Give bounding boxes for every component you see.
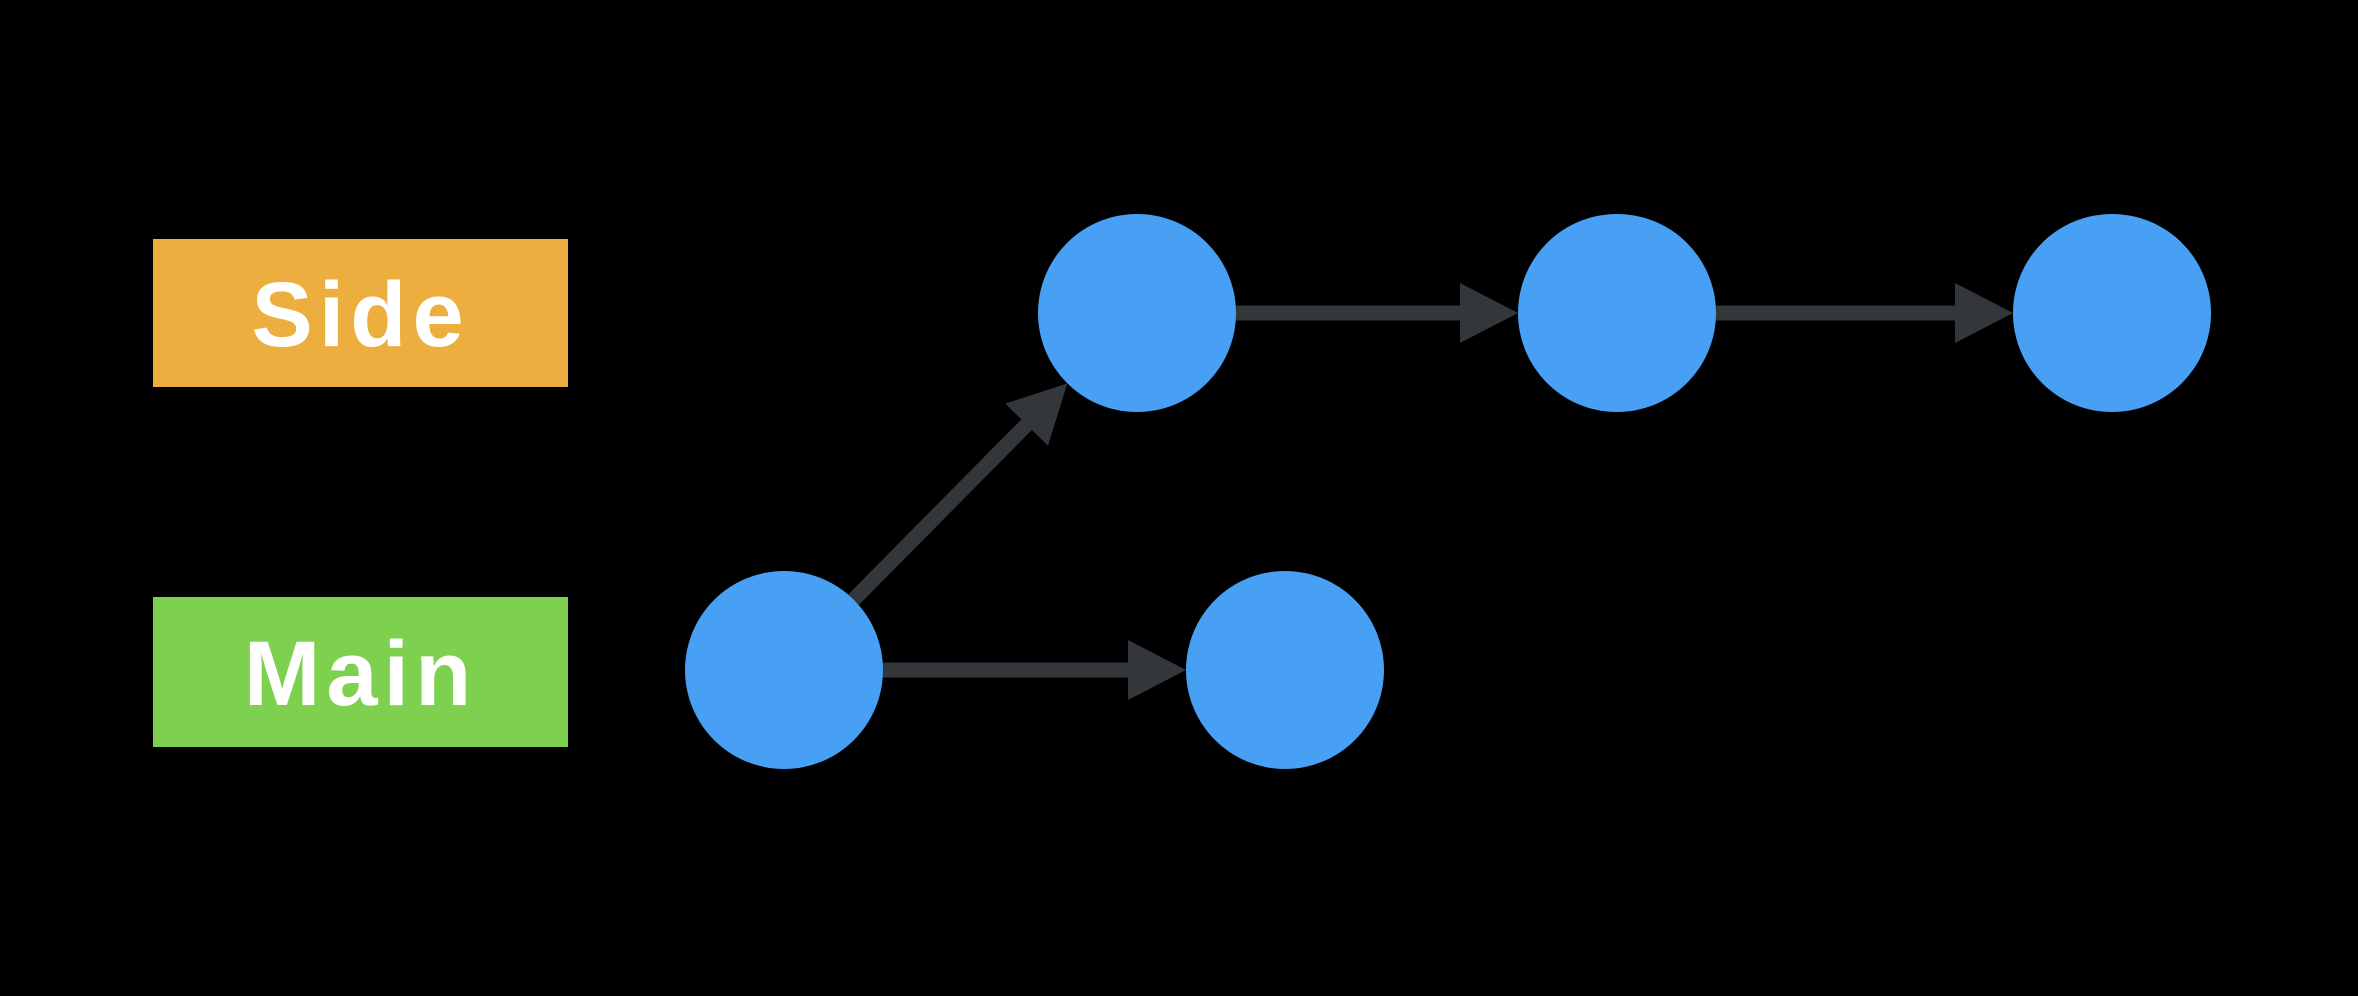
- branch-label-side: Side: [153, 239, 568, 387]
- commit-node-main-1: [685, 571, 883, 769]
- edge-arrowhead-icon: [1005, 383, 1068, 446]
- branch-label-side-text: Side: [251, 264, 469, 366]
- commit-node-side-1: [1038, 214, 1236, 412]
- edge-arrowhead-icon: [1460, 283, 1518, 343]
- commit-edge-main-1-to-side-1: [848, 383, 1068, 605]
- nodes-layer: [685, 214, 2211, 769]
- branch-label-side-box: [153, 239, 568, 387]
- edge-arrowhead-icon: [1128, 640, 1186, 700]
- edge-shaft: [848, 417, 1034, 605]
- commit-edge-side-2-to-side-3: [1716, 283, 2013, 343]
- edge-arrowhead-icon: [1955, 283, 2013, 343]
- commit-edge-side-1-to-side-2: [1236, 283, 1518, 343]
- branch-label-main-box: [153, 597, 568, 747]
- branch-label-main-text: Main: [244, 623, 478, 725]
- commit-node-side-2: [1518, 214, 1716, 412]
- edges-layer: [848, 283, 2013, 700]
- commit-node-side-3: [2013, 214, 2211, 412]
- commit-node-main-2: [1186, 571, 1384, 769]
- commit-edge-main-1-to-main-2: [883, 640, 1186, 700]
- branch-label-main: Main: [153, 597, 568, 747]
